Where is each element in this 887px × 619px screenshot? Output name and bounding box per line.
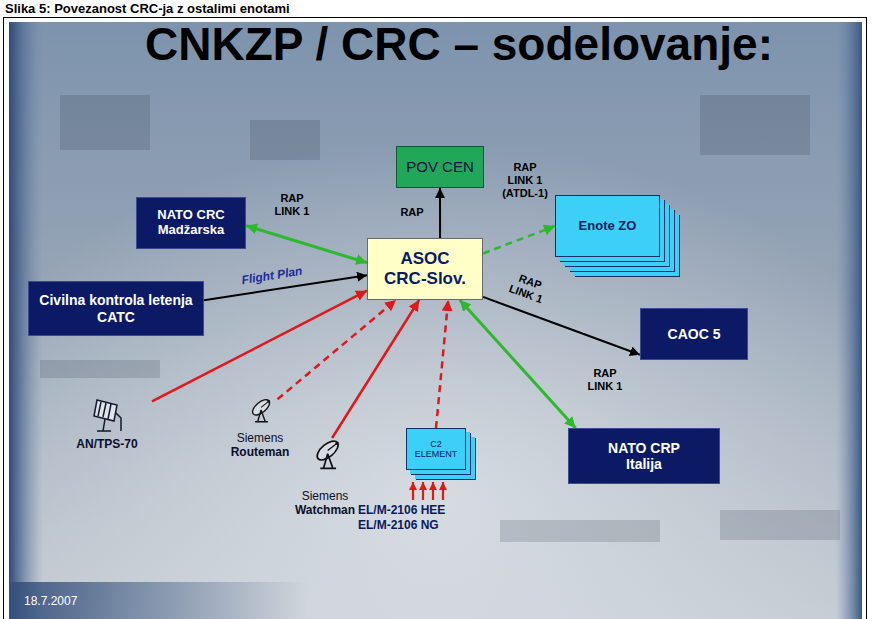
connector-label: RAP LINK 1 (ATDL-1): [501, 161, 549, 200]
connector-arrow: [460, 300, 576, 428]
sensor-name: EL/M-2106 NG: [358, 518, 439, 532]
radar-node: SiemensWatchman: [290, 438, 361, 520]
node-text: Enote ZO: [579, 219, 637, 234]
node-text: POV CEN: [406, 158, 474, 175]
sensor-name: EL/M-2106 HEE: [358, 503, 445, 517]
dish-symbol: [314, 438, 341, 469]
slide-glow: [9, 22, 862, 619]
radar-node: SiemensRouteman: [225, 396, 295, 462]
figure-caption: Slika 5: Povezanost CRC-ja z ostalimi en…: [5, 1, 290, 16]
connector-arrow: [439, 188, 441, 238]
slide-title: CNKZP / CRC – sodelovanje:: [100, 18, 818, 70]
node-text: NATO CRC Madžarska: [141, 208, 241, 238]
connector-label: RAP LINK 1: [581, 367, 629, 393]
connector-arrow: [483, 226, 555, 254]
slide-date: 18.7.2007: [24, 594, 77, 608]
node-text: NATO CRP Italija: [599, 440, 689, 472]
node-text: C2 ELEMENT: [414, 439, 458, 460]
node-text: CRC-Slov.: [384, 269, 466, 289]
center-box: ASOCCRC-Slov.: [367, 238, 483, 300]
process-box: POV CEN: [396, 146, 484, 188]
node-text: Siemens: [231, 432, 290, 446]
radar-symbol: [94, 400, 121, 431]
connector-arrow: [436, 300, 448, 428]
radar-node: AN/TPS-70: [62, 392, 152, 454]
dish-symbol: [250, 397, 272, 422]
node-text: Civilna kontrola letenja CATC: [33, 292, 199, 324]
node-text: AN/TPS-70: [76, 438, 137, 452]
slide-frame: [4, 18, 867, 619]
process-box: NATO CRC Madžarska: [136, 197, 246, 249]
node-text: Siemens: [295, 490, 355, 504]
connector-label: RAP: [388, 206, 436, 219]
node-text: CAOC 5: [668, 326, 721, 342]
node-text: Routeman: [231, 446, 290, 460]
slide-date-band: [9, 582, 309, 619]
stacked-box: C2 ELEMENT: [406, 428, 466, 470]
connector-arrow: [246, 226, 367, 263]
connector-arrow: [332, 300, 419, 438]
slide-right-band: [836, 22, 862, 619]
connector-arrow: [278, 300, 397, 399]
stacked-box: Enote ZO: [555, 195, 660, 257]
process-box: NATO CRP Italija: [568, 428, 720, 484]
node-text: Watchman: [295, 504, 355, 518]
node-text: ASOC: [384, 249, 466, 269]
process-box: CAOC 5: [640, 308, 748, 360]
sensor-feed-arrows: [413, 482, 443, 500]
slide-ground: [9, 22, 862, 619]
process-box: Civilna kontrola letenja CATC: [28, 281, 204, 336]
connector-label: RAP LINK 1: [268, 192, 316, 218]
connector-arrow: [483, 297, 640, 355]
